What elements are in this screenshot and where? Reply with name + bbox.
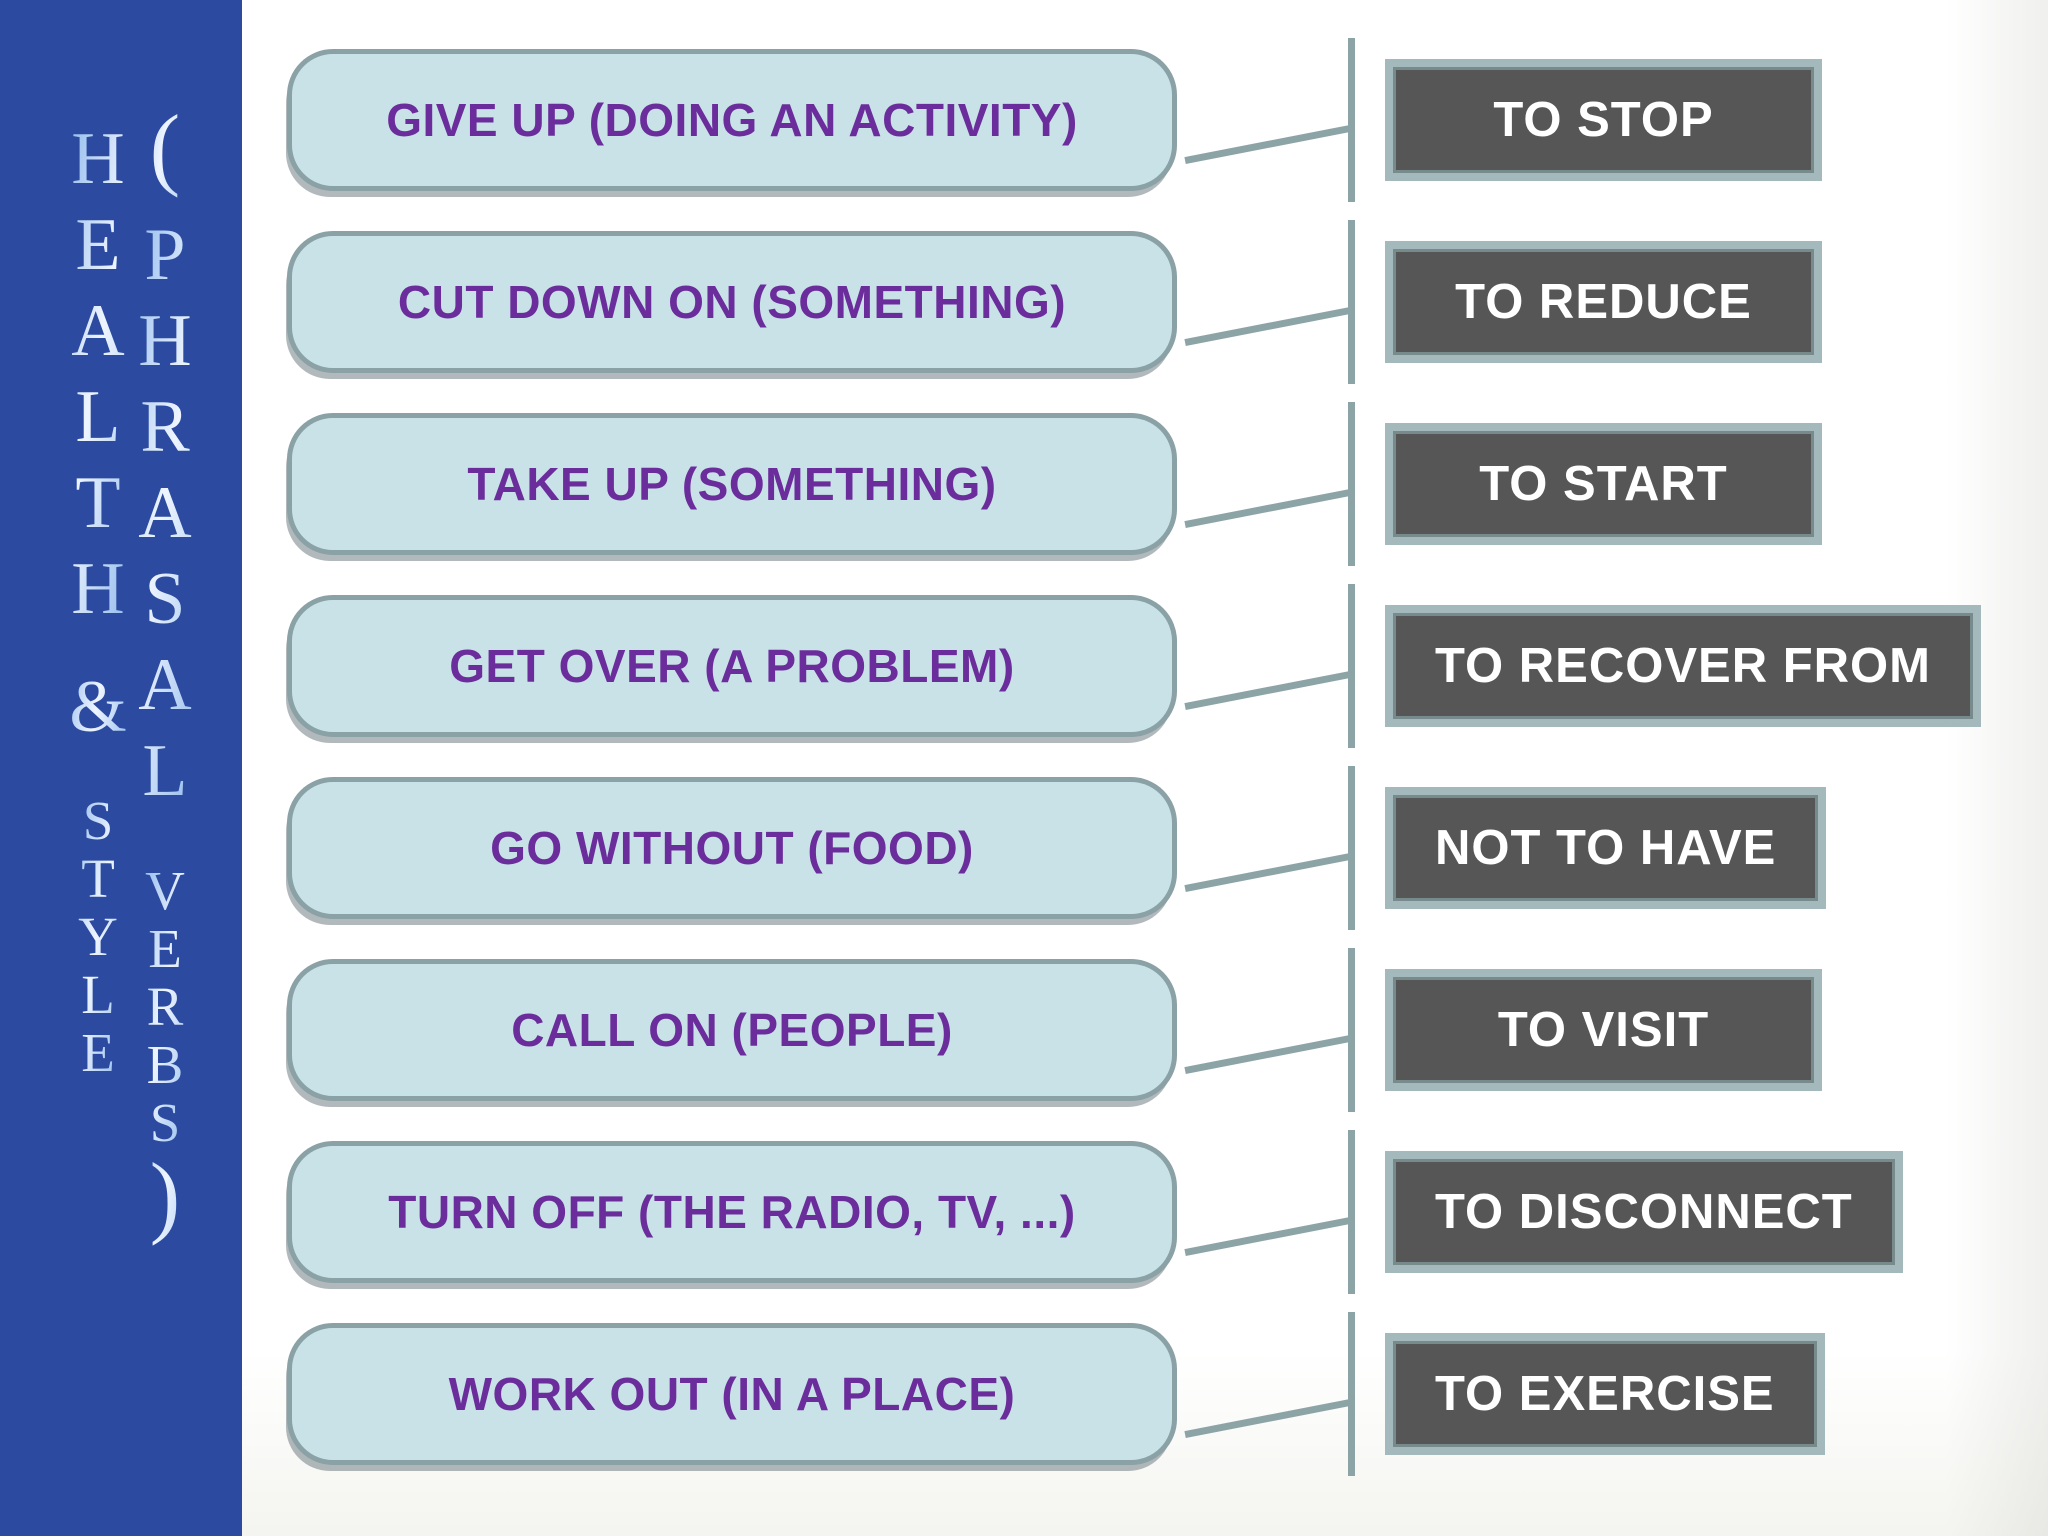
matching-diagram: GIVE UP (DOING AN ACTIVITY) TO STOP CUT … bbox=[242, 0, 2048, 1536]
definition-box: TO REDUCE bbox=[1385, 241, 1822, 363]
match-row: CALL ON (PEOPLE) TO VISIT bbox=[287, 939, 2048, 1121]
definition-label: TO START bbox=[1479, 457, 1728, 511]
match-row: GET OVER (A PROBLEM) TO RECOVER FROM bbox=[287, 575, 2048, 757]
sidebar-paren-close: ) bbox=[114, 1144, 216, 1246]
sidebar-word-verbs: VERBS bbox=[134, 860, 196, 1150]
definition-box: TO VISIT bbox=[1385, 969, 1822, 1091]
phrase-box: GET OVER (A PROBLEM) bbox=[287, 595, 1177, 737]
connector-line bbox=[1177, 393, 1355, 575]
match-row: GIVE UP (DOING AN ACTIVITY) TO STOP bbox=[287, 29, 2048, 211]
definition-label: TO DISCONNECT bbox=[1435, 1185, 1853, 1239]
match-row: TAKE UP (SOMETHING) TO START bbox=[287, 393, 2048, 575]
match-row: WORK OUT (IN A PLACE) TO EXERCISE bbox=[287, 1303, 2048, 1485]
connector-bar bbox=[1348, 220, 1355, 384]
connector-bar bbox=[1348, 38, 1355, 202]
connector-line bbox=[1177, 1121, 1355, 1303]
sidebar-word-health: HEALTH bbox=[57, 118, 139, 634]
definition-label: TO VISIT bbox=[1497, 1003, 1710, 1057]
definition-box: TO DISCONNECT bbox=[1385, 1151, 1903, 1273]
connector-line bbox=[1177, 211, 1355, 393]
match-row: TURN OFF (THE RADIO, TV, ...) TO DISCONN… bbox=[287, 1121, 2048, 1303]
connector-slant bbox=[1184, 853, 1351, 892]
phrase-label: CALL ON (PEOPLE) bbox=[511, 1004, 953, 1056]
phrase-label: CUT DOWN ON (SOMETHING) bbox=[397, 276, 1067, 328]
connector-slant bbox=[1184, 671, 1351, 710]
definition-box: NOT TO HAVE bbox=[1385, 787, 1827, 909]
definition-label: NOT TO HAVE bbox=[1435, 821, 1777, 875]
connector-line bbox=[1177, 757, 1355, 939]
phrase-label: GIVE UP (DOING AN ACTIVITY) bbox=[386, 94, 1078, 146]
connector-slant bbox=[1184, 1399, 1351, 1438]
definition-box: TO RECOVER FROM bbox=[1385, 605, 1981, 727]
connector-slant bbox=[1184, 307, 1351, 346]
phrase-label: TURN OFF (THE RADIO, TV, ...) bbox=[388, 1186, 1076, 1238]
definition-box: TO EXERCISE bbox=[1385, 1333, 1825, 1455]
phrase-box: CALL ON (PEOPLE) bbox=[287, 959, 1177, 1101]
connector-bar bbox=[1348, 766, 1355, 930]
connector-line bbox=[1177, 575, 1355, 757]
connector-bar bbox=[1348, 1130, 1355, 1294]
phrase-box: GO WITHOUT (FOOD) bbox=[287, 777, 1177, 919]
sidebar-ampersand: & bbox=[57, 666, 139, 748]
sidebar-paren-open: ( bbox=[114, 96, 216, 198]
definition-box: TO STOP bbox=[1385, 59, 1822, 181]
phrase-box: GIVE UP (DOING AN ACTIVITY) bbox=[287, 49, 1177, 191]
sidebar-word-phrasal: PHRASAL bbox=[124, 214, 206, 816]
definition-label: TO EXERCISE bbox=[1435, 1367, 1775, 1421]
phrase-box: WORK OUT (IN A PLACE) bbox=[287, 1323, 1177, 1465]
match-row: GO WITHOUT (FOOD) NOT TO HAVE bbox=[287, 757, 2048, 939]
sidebar-column-health-style: HEALTH & STYLE bbox=[50, 0, 146, 1080]
match-row: CUT DOWN ON (SOMETHING) TO REDUCE bbox=[287, 211, 2048, 393]
sidebar-word-style: STYLE bbox=[67, 790, 129, 1080]
phrase-box: TURN OFF (THE RADIO, TV, ...) bbox=[287, 1141, 1177, 1283]
definition-label: TO STOP bbox=[1493, 93, 1714, 147]
connector-bar bbox=[1348, 402, 1355, 566]
connector-slant bbox=[1184, 1217, 1351, 1256]
connector-slant bbox=[1184, 1035, 1351, 1074]
connector-slant bbox=[1184, 125, 1351, 164]
connector-bar bbox=[1348, 948, 1355, 1112]
phrase-box: CUT DOWN ON (SOMETHING) bbox=[287, 231, 1177, 373]
phrase-label: GO WITHOUT (FOOD) bbox=[490, 822, 974, 874]
sidebar-column-phrasal-verbs: ( PHRASAL VERBS ) bbox=[114, 0, 216, 1246]
definition-box: TO START bbox=[1385, 423, 1822, 545]
phrase-box: TAKE UP (SOMETHING) bbox=[287, 413, 1177, 555]
definition-label: TO REDUCE bbox=[1455, 275, 1752, 329]
connector-bar bbox=[1348, 584, 1355, 748]
phrase-label: TAKE UP (SOMETHING) bbox=[467, 458, 997, 510]
connector-line bbox=[1177, 29, 1355, 211]
phrase-label: WORK OUT (IN A PLACE) bbox=[448, 1368, 1016, 1420]
connector-bar bbox=[1348, 1312, 1355, 1476]
phrase-label: GET OVER (A PROBLEM) bbox=[449, 640, 1015, 692]
sidebar: HEALTH & STYLE ( PHRASAL VERBS ) bbox=[0, 0, 242, 1536]
connector-slant bbox=[1184, 489, 1351, 528]
definition-label: TO RECOVER FROM bbox=[1435, 639, 1931, 693]
connector-line bbox=[1177, 939, 1355, 1121]
connector-line bbox=[1177, 1303, 1355, 1485]
